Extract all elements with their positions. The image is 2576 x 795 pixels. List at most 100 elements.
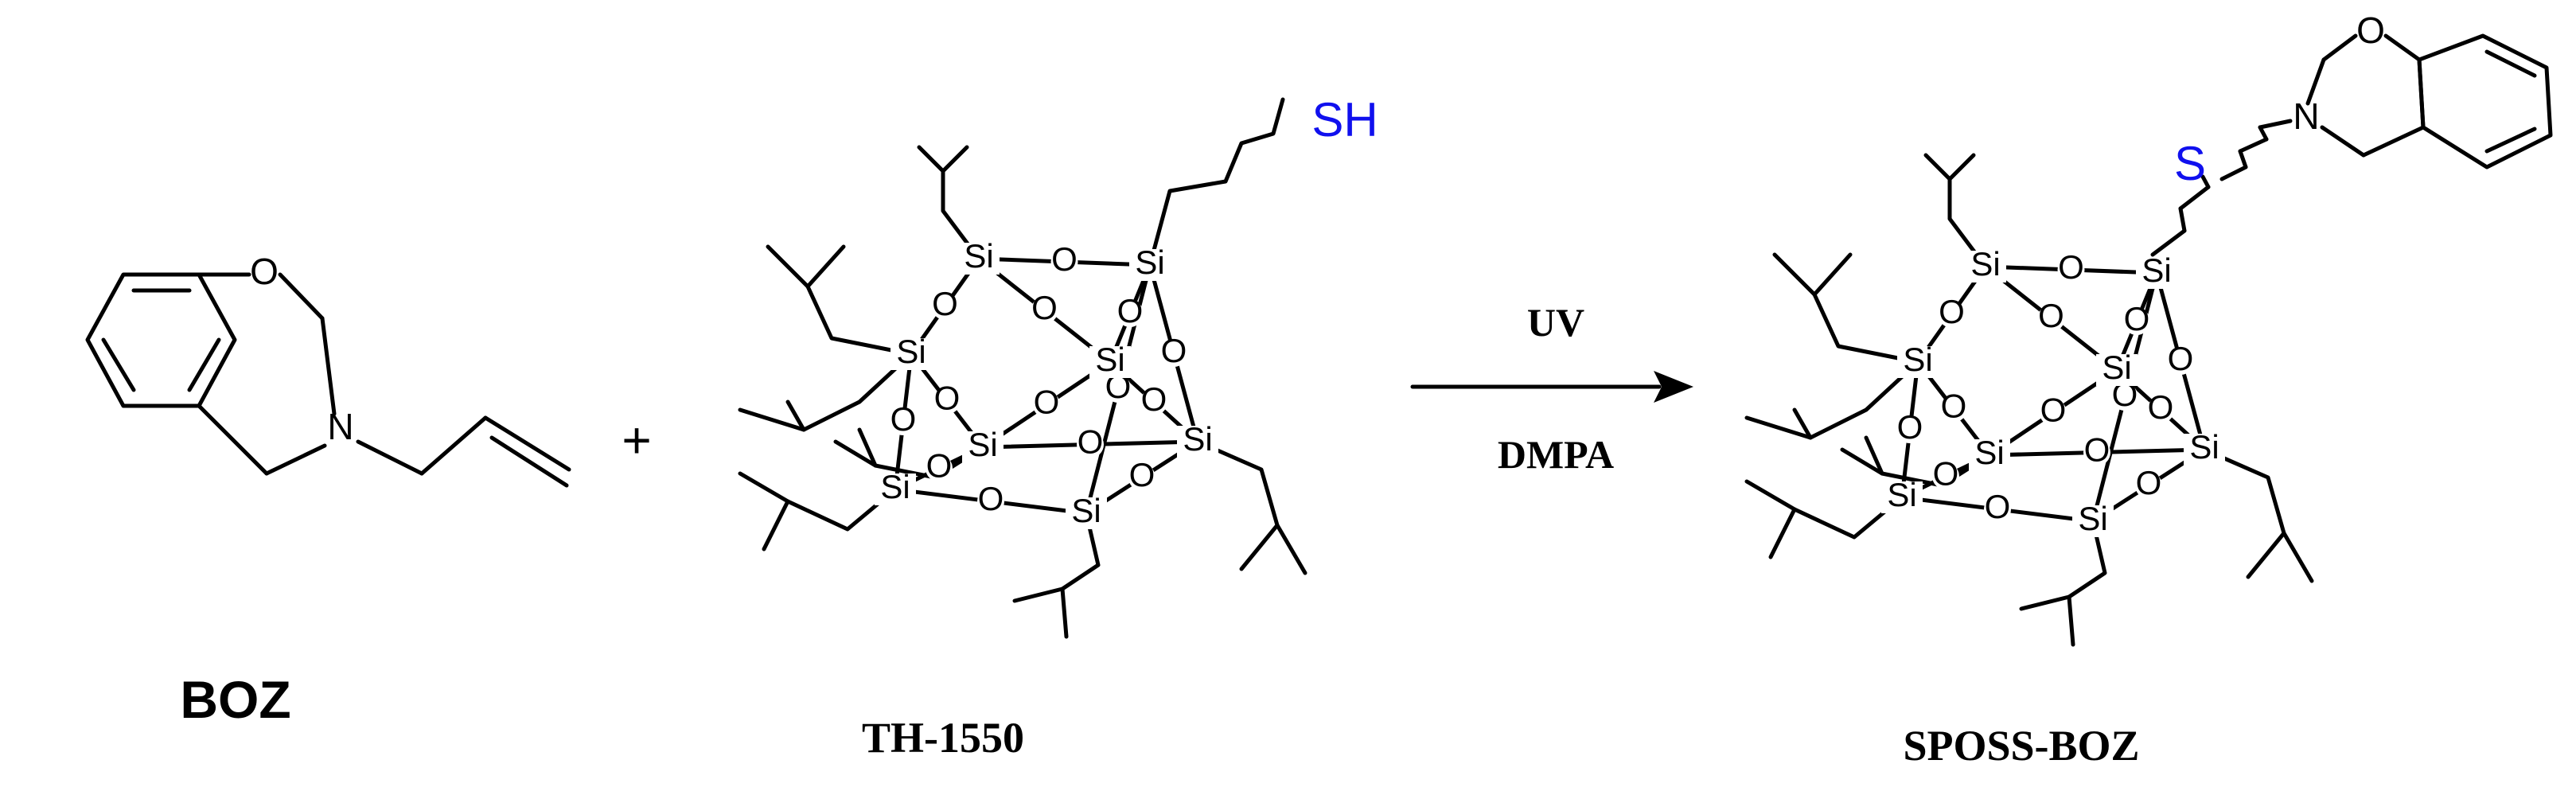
isobutyl-branch: [1275, 523, 1307, 575]
oxygen-atom: O: [1933, 455, 1959, 493]
boz-nitrogen-atom: N: [327, 406, 353, 447]
isobutyl-branch: [917, 145, 945, 173]
isobutyl-branch: [1864, 435, 1884, 476]
oxygen-atom: O: [1117, 292, 1144, 329]
product-oxazine-bond: [2305, 57, 2326, 106]
isobutyl-group: [1772, 252, 1920, 364]
product-double-bond: [2484, 127, 2537, 154]
product-oxazine-bond: [2320, 125, 2366, 158]
product-nitrogen-atom: N: [2293, 95, 2319, 137]
boz-double-bond: [101, 337, 136, 392]
isobutyl-group: [833, 439, 985, 480]
isobutyl-branch: [785, 399, 806, 432]
reaction-arrow: [1410, 371, 1693, 403]
isobutyl-group: [2019, 519, 2107, 611]
silicon-atom: Si: [968, 426, 997, 463]
isobutyl-branch: [1923, 153, 1952, 181]
isobutyl-group: [738, 471, 898, 532]
oxygen-atom: O: [1078, 423, 1104, 461]
silicon-atom: Si: [964, 237, 993, 275]
silicon-atom-bg: [2096, 354, 2138, 386]
propyl-chain: [1148, 97, 1285, 267]
silicon-atom-bg: [1897, 346, 1939, 378]
arrow-condition-dmpa: DMPA: [1498, 432, 1614, 477]
product-linker-bond: [2178, 206, 2187, 233]
boz-benzene-ring: [85, 272, 237, 408]
product-linker-bond: [2258, 125, 2269, 142]
silicon-atom-bg: [1066, 497, 1107, 529]
oxygen-atom: O: [890, 400, 917, 438]
silicon-atom-bg: [1965, 251, 2006, 283]
isobutyl-group: [2202, 447, 2286, 579]
isobutyl-group: [766, 244, 914, 357]
oxygen-atom: O: [2148, 388, 2174, 426]
oxygen-atom: O: [2038, 297, 2064, 334]
product-oxazine-bond: [2383, 33, 2422, 62]
oxygen-atom: O: [2136, 464, 2162, 501]
silicon-atom: Si: [2189, 428, 2219, 466]
oxygen-atom-bg: [890, 408, 917, 435]
oxygen-atom-bg: [1160, 340, 1187, 367]
silicon-atom-bg: [1129, 249, 1171, 281]
oxygen-atom: O: [2058, 248, 2084, 286]
oxygen-atom: O: [1161, 332, 1187, 369]
silicon-atom: Si: [880, 468, 910, 505]
silicon-atom-bg: [2184, 434, 2225, 466]
oxygen-atom: O: [1985, 488, 2011, 525]
product-linker-bond: [2178, 185, 2211, 211]
oxygen-atom: O: [1141, 380, 1167, 418]
silicon-atom-bg: [875, 473, 916, 505]
oxygen-atom-bg: [1105, 376, 1132, 403]
isobutyl-group: [941, 145, 981, 261]
oxygen-atom-bg: [1128, 464, 1155, 491]
product-double-bond: [2484, 49, 2537, 78]
oxygen-atom-bg: [1140, 388, 1167, 415]
isobutyl-branch: [2282, 531, 2314, 583]
boz-allyl-bond: [356, 439, 424, 476]
arrow-head: [1654, 371, 1693, 403]
boz-bond: [197, 403, 269, 476]
silicon-atom-bg: [890, 338, 932, 370]
oxygen-atom-bg: [1984, 496, 2011, 523]
oxygen-atom: O: [926, 447, 953, 485]
oxygen-atom: O: [1129, 456, 1155, 493]
oxygen-atom-bg: [933, 387, 961, 415]
oxygen-atom-bg: [1117, 300, 1144, 327]
silicon-atom-bg: [958, 243, 1000, 275]
product-linker-bond: [2258, 119, 2293, 130]
oxygen-atom-bg: [2167, 348, 2194, 375]
silicon-atom-bg: [1881, 481, 1923, 513]
oxygen-atom: O: [932, 285, 958, 322]
isobutyl-branch: [2067, 594, 2075, 647]
oxygen-atom-bg: [1896, 416, 1923, 443]
boz-allyl-bond: [483, 415, 571, 472]
oxygen-atom-bg: [1940, 395, 1967, 423]
product-benzene-ring: [2417, 33, 2553, 170]
product-linker-bond: [2150, 228, 2187, 257]
oxygen-atom-bg: [1932, 462, 1959, 490]
sposs-boz-benzoxazine: O N S: [2150, 10, 2553, 257]
th1550-label: TH-1550: [862, 714, 1024, 762]
silicon-atom-bg: [2136, 257, 2177, 289]
sposs-boz-label: SPOSS-BOZ: [1903, 722, 2139, 770]
isobutyl-group: [1012, 511, 1101, 603]
plus-sign: +: [622, 411, 651, 469]
oxygen-atom-bg: [2111, 384, 2138, 411]
isobutyl-group: [1195, 439, 1280, 571]
product-linker-bond: [2219, 165, 2248, 181]
silicon-atom: Si: [2102, 349, 2131, 386]
thiol-group: SH: [1311, 93, 1378, 146]
silicon-atom: Si: [896, 333, 926, 370]
product-linker-bond: [2238, 137, 2269, 154]
oxygen-atom: O: [1941, 388, 1967, 425]
boz-bond: [264, 443, 327, 476]
oxygen-atom: O: [1031, 289, 1058, 326]
isobutyl-branch: [1792, 407, 1813, 440]
oxygen-atom-bg: [2083, 438, 2110, 466]
oxygen-atom: O: [1051, 240, 1078, 278]
isobutyl-branch: [1812, 252, 1853, 297]
oxygen-atom-bg: [1938, 301, 1966, 328]
isobutyl-group: [1840, 447, 1992, 488]
